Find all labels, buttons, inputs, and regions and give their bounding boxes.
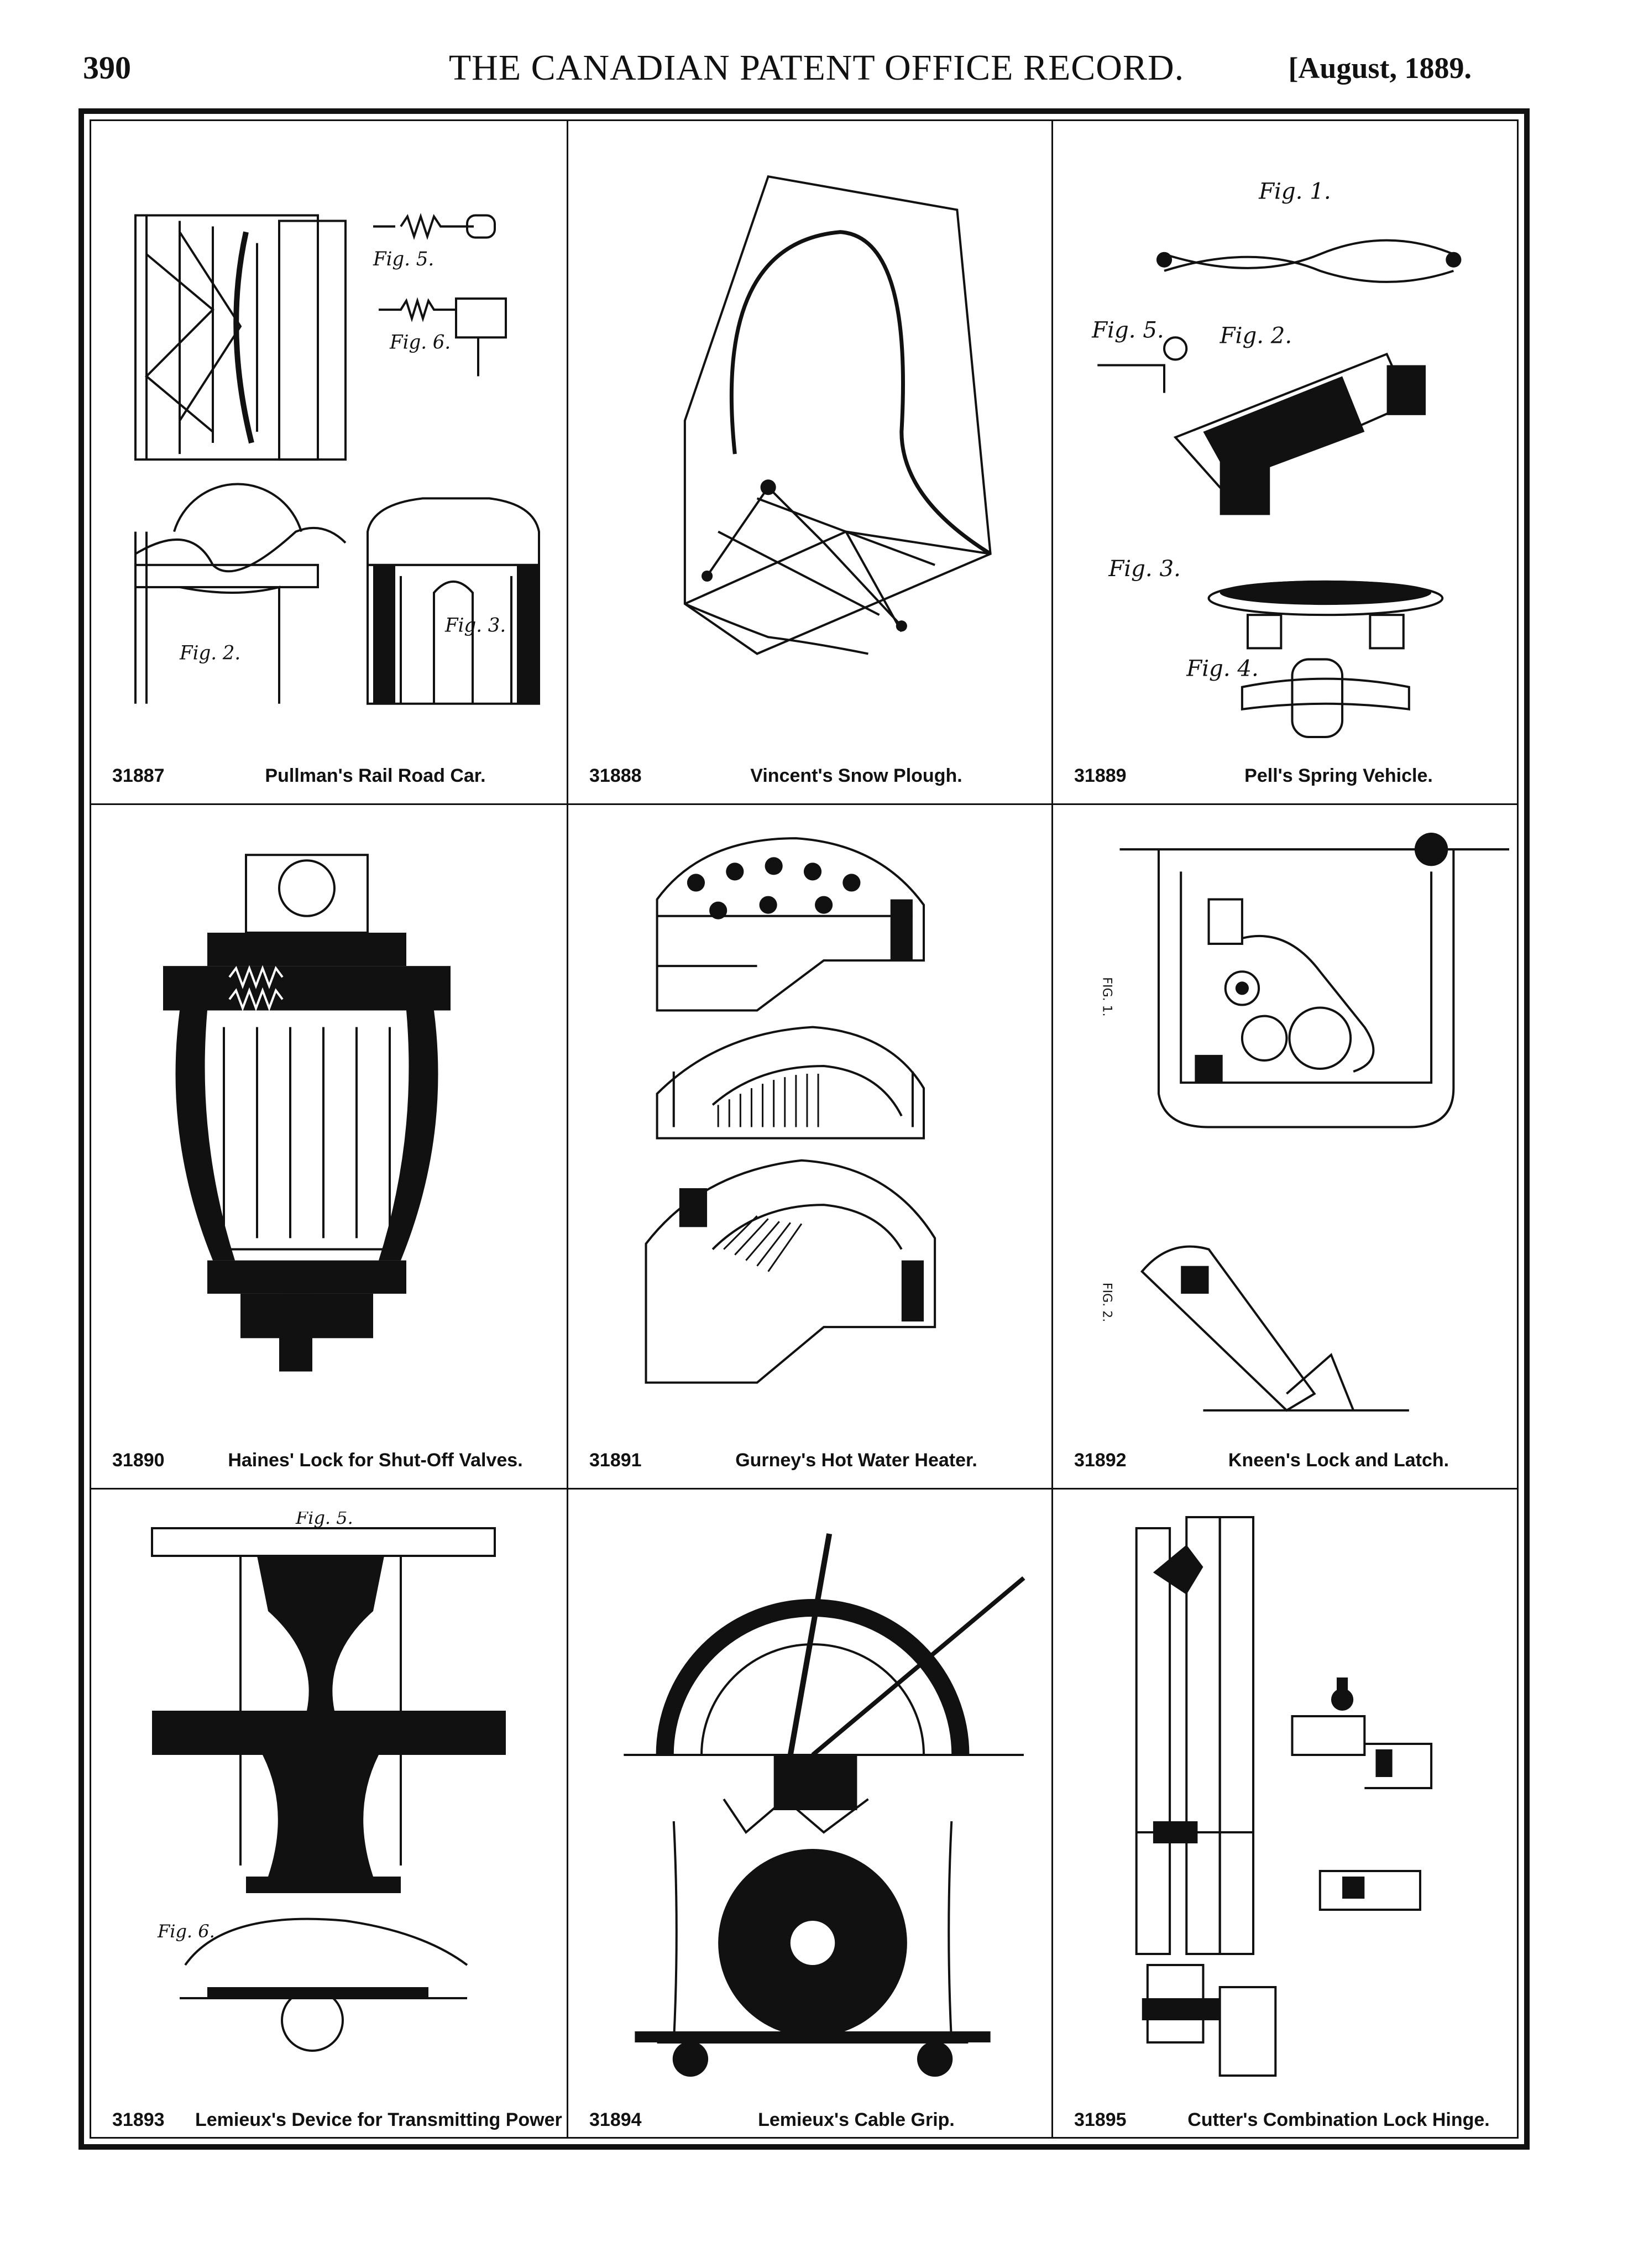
patent-title: Gurney's Hot Water Heater. [735,1450,977,1471]
patent-drawing [113,827,545,1427]
patent-caption: 31890 Haines' Lock for Shut-Off Valves. [112,1446,556,1475]
figure-label: FIG. 1. [1100,977,1114,1016]
column-divider [567,121,568,2137]
patent-drawing: Fig. 1. Fig. 2. Fig. 5. Fig. 3. Fig. 4. [1075,143,1509,743]
patent-number: 31895 [1074,2109,1127,2130]
figure-label: Fig. 3. [444,614,506,636]
patent-caption: 31894 Lemieux's Cable Grip. [589,2105,1040,2134]
patent-number: 31887 [112,765,165,786]
plates-grid: Fig. 6. Fig. 5. Fig. 2. Fig. 3. 31887 Pu… [90,119,1519,2139]
figure-label: Fig. 5. [1091,317,1164,343]
patent-cell: Fig. 6. Fig. 5. Fig. 2. Fig. 3. 31887 Pu… [91,121,567,803]
figure-label: Fig. 6. [157,1921,215,1942]
issue-date: [August, 1889. [1288,51,1472,85]
patent-drawing [590,827,1029,1427]
patent-cell: 31891 Gurney's Hot Water Heater. [568,805,1051,1488]
figure-label: Fig. 4. [1186,656,1259,682]
patent-caption: 31888 Vincent's Snow Plough. [589,761,1040,790]
patent-title: Lemieux's Cable Grip. [758,2109,955,2130]
patent-title: Vincent's Snow Plough. [750,765,962,786]
patent-title: Haines' Lock for Shut-Off Valves. [228,1450,523,1471]
figure-label: Fig. 1. [1258,179,1331,204]
patent-cell: 31894 Lemieux's Cable Grip. [568,1490,1051,2147]
column-divider [1051,121,1053,2137]
patent-title: Pullman's Rail Road Car. [265,765,486,786]
patent-title: Kneen's Lock and Latch. [1228,1450,1449,1471]
patent-caption: 31889 Pell's Spring Vehicle. [1074,761,1520,790]
figure-label: Fig. 6. [389,331,451,353]
figure-label: Fig. 2. [179,642,240,664]
patent-cell: Fig. 5. Fig. 6. 31893 Lemieux's Device f… [91,1490,567,2147]
patent-cell: Fig. 1. Fig. 2. Fig. 5. Fig. 3. Fig. 4. … [1053,121,1531,803]
page-number: 390 [83,50,131,86]
patent-caption: 31892 Kneen's Lock and Latch. [1074,1446,1520,1475]
patent-number: 31892 [1074,1450,1127,1471]
figure-label: Fig. 2. [1219,323,1292,348]
patent-caption: 31895 Cutter's Combination Lock Hinge. [1074,2105,1520,2134]
figure-label: Fig. 5. [295,1512,353,1528]
patent-drawing [1075,1512,1509,2087]
patent-title: Lemieux's Device for Transmitting Power [195,2109,562,2130]
patent-caption: 31887 Pullman's Rail Road Car. [112,761,556,790]
patent-number: 31889 [1074,765,1127,786]
patent-cell: 31888 Vincent's Snow Plough. [568,121,1051,803]
patent-cell: FIG. 1. FIG. 2. 31892 Kneen's Lock and L… [1053,805,1531,1488]
patent-drawing [590,143,1029,743]
page-header: 390 THE CANADIAN PATENT OFFICE RECORD. [… [0,0,1633,111]
patent-number: 31891 [589,1450,642,1471]
patent-title: Pell's Spring Vehicle. [1244,765,1433,786]
patent-title: Cutter's Combination Lock Hinge. [1187,2109,1490,2130]
patent-drawing: Fig. 5. Fig. 6. [113,1512,545,2087]
figure-label: Fig. 5. [373,248,434,270]
figure-label: FIG. 2. [1100,1283,1114,1322]
patent-cell: 31890 Haines' Lock for Shut-Off Valves. [91,805,567,1488]
patent-cell: 31895 Cutter's Combination Lock Hinge. [1053,1490,1531,2147]
row-divider [91,1488,1517,1490]
figure-label: Fig. 3. [1108,556,1181,582]
patent-number: 31890 [112,1450,165,1471]
patent-number: 31888 [589,765,642,786]
page-title: THE CANADIAN PATENT OFFICE RECORD. [448,48,1185,88]
patent-caption: 31893 Lemieux's Device for Transmitting … [112,2105,562,2134]
row-divider [91,803,1517,805]
patent-drawing: Fig. 6. Fig. 5. Fig. 2. Fig. 3. [113,143,545,743]
patent-drawing [590,1512,1029,2087]
patent-number: 31894 [589,2109,642,2130]
patent-number: 31893 [112,2109,165,2130]
patent-caption: 31891 Gurney's Hot Water Heater. [589,1446,1040,1475]
plates-frame: Fig. 6. Fig. 5. Fig. 2. Fig. 3. 31887 Pu… [78,108,1530,2150]
patent-drawing: FIG. 1. FIG. 2. [1075,827,1509,1427]
